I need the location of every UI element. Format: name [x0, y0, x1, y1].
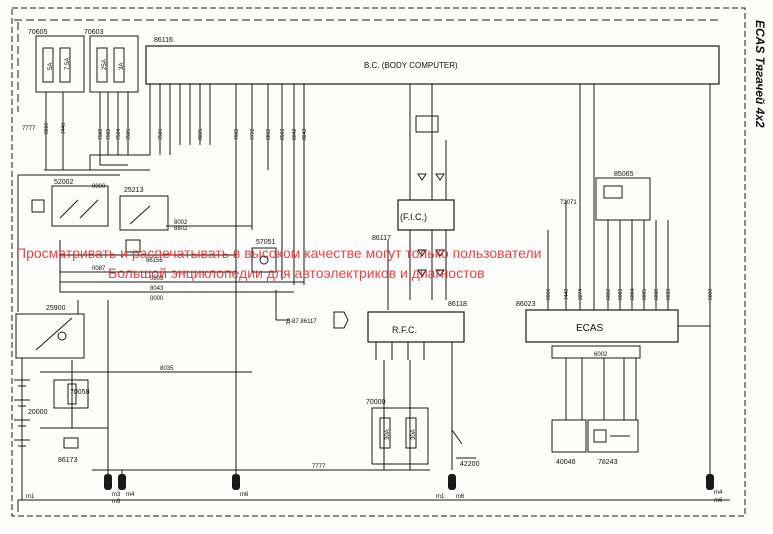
watermark-line-2: Большой энциклопедии для автоэлектриков … [108, 265, 485, 281]
battery-20000 [14, 358, 30, 500]
bc-label: B.C. (BODY COMPUTER) [364, 61, 458, 70]
svg-text:m6: m6 [456, 494, 465, 500]
svg-text:57051: 57051 [256, 239, 276, 246]
svg-text:6033: 6033 [666, 289, 672, 300]
svg-text:8035: 8035 [198, 129, 204, 140]
svg-text:0000: 0000 [150, 296, 164, 302]
fic-module-box [397, 199, 455, 231]
rfc-code: 86118 [448, 301, 467, 308]
sensor-86173 [63, 437, 79, 449]
watermark-line-1: Просматривать и распечатывать в высоком … [16, 245, 541, 261]
svg-text:8503: 8503 [280, 129, 286, 140]
svg-text:m1: m1 [436, 494, 445, 500]
svg-text:m1: m1 [26, 494, 35, 500]
fuse-box-70603 [89, 35, 139, 93]
svg-text:m6: m6 [714, 498, 723, 504]
svg-text:30A: 30A [411, 429, 417, 440]
svg-text:7502: 7502 [98, 129, 104, 140]
svg-text:70058: 70058 [70, 389, 90, 396]
fuse-70000 [371, 407, 429, 465]
svg-text:6003: 6003 [618, 289, 624, 300]
ecas-code: 86023 [516, 301, 536, 308]
sensor-40046 [551, 419, 587, 453]
fuse-70058 [53, 379, 89, 409]
svg-text:42200: 42200 [460, 461, 480, 468]
svg-text:8043: 8043 [150, 286, 164, 292]
svg-text:6008: 6008 [654, 289, 660, 300]
rfc-label: R.F.C. [392, 325, 417, 335]
svg-text:0803: 0803 [150, 276, 164, 282]
svg-text:Д-87 86117: Д-87 86117 [286, 319, 317, 325]
svg-text:0087: 0087 [92, 266, 106, 272]
svg-text:8042: 8042 [292, 129, 298, 140]
svg-text:m6: m6 [112, 499, 121, 505]
ignition-switch-25900 [15, 313, 85, 359]
svg-text:20000: 20000 [28, 409, 48, 416]
svg-text:m4: m4 [126, 492, 135, 498]
switch-57051 [251, 247, 277, 273]
svg-text:25213: 25213 [124, 187, 144, 194]
svg-text:7505: 7505 [126, 129, 132, 140]
relay-25213 [119, 195, 169, 231]
svg-text:72071: 72071 [560, 200, 577, 206]
svg-text:7002: 7002 [234, 129, 240, 140]
svg-text:m3: m3 [112, 492, 121, 498]
svg-text:9000: 9000 [708, 289, 714, 300]
svg-text:25A: 25A [102, 59, 108, 70]
svg-text:7777: 7777 [22, 126, 36, 132]
svg-text:6010: 6010 [546, 289, 552, 300]
fic-label: (F.I.C.) [400, 212, 427, 222]
switch-52002 [51, 185, 109, 227]
svg-text:70000: 70000 [366, 399, 386, 406]
svg-text:m6: m6 [240, 492, 249, 498]
fuse-box-70605-code: 70605 [28, 29, 48, 36]
svg-text:7503: 7503 [106, 129, 112, 140]
svg-text:52002: 52002 [54, 179, 74, 186]
svg-text:7772: 7772 [250, 129, 256, 140]
svg-text:7440: 7440 [564, 289, 570, 300]
ground-points [104, 474, 714, 490]
svg-text:8862: 8862 [266, 129, 272, 140]
rfc-module-box [367, 311, 465, 343]
svg-text:6002: 6002 [594, 352, 608, 358]
svg-text:40046: 40046 [556, 459, 576, 466]
svg-text:7504: 7504 [116, 129, 122, 140]
side-title: ECAS Тягачей 4x2 [753, 20, 767, 128]
svg-text:7777: 7777 [312, 464, 326, 470]
panel-85065 [595, 177, 651, 221]
svg-text:7506: 7506 [158, 129, 164, 140]
sheet-border [11, 7, 746, 517]
svg-text:5A: 5A [48, 63, 54, 70]
svg-text:7.5A: 7.5A [65, 58, 71, 70]
fuse-box-70605 [35, 35, 85, 93]
svg-text:m4: m4 [714, 490, 723, 496]
svg-text:8802: 8802 [174, 226, 188, 232]
svg-text:2274: 2274 [578, 289, 584, 300]
valve-78243 [587, 419, 639, 453]
svg-text:0000: 0000 [92, 184, 106, 190]
svg-text:8002: 8002 [174, 220, 188, 226]
svg-text:6005: 6005 [642, 289, 648, 300]
fic-code: 86117 [372, 235, 391, 242]
svg-text:8810: 8810 [44, 123, 50, 134]
svg-text:25900: 25900 [46, 305, 66, 312]
fuse-box-70603-code: 70603 [84, 29, 104, 36]
svg-text:6004: 6004 [630, 289, 636, 300]
ecas-label: ECAS [576, 323, 604, 334]
svg-text:7440: 7440 [61, 123, 67, 134]
svg-text:86156: 86156 [146, 258, 163, 264]
svg-text:6002: 6002 [606, 289, 612, 300]
svg-text:78243: 78243 [598, 459, 618, 466]
svg-text:85065: 85065 [614, 171, 634, 178]
bc-code: 86116 [154, 37, 173, 44]
svg-text:8043: 8043 [302, 129, 308, 140]
svg-text:30A: 30A [385, 429, 391, 440]
svg-text:3A: 3A [119, 63, 125, 70]
svg-text:8035: 8035 [160, 366, 174, 372]
svg-text:86173: 86173 [58, 457, 78, 464]
